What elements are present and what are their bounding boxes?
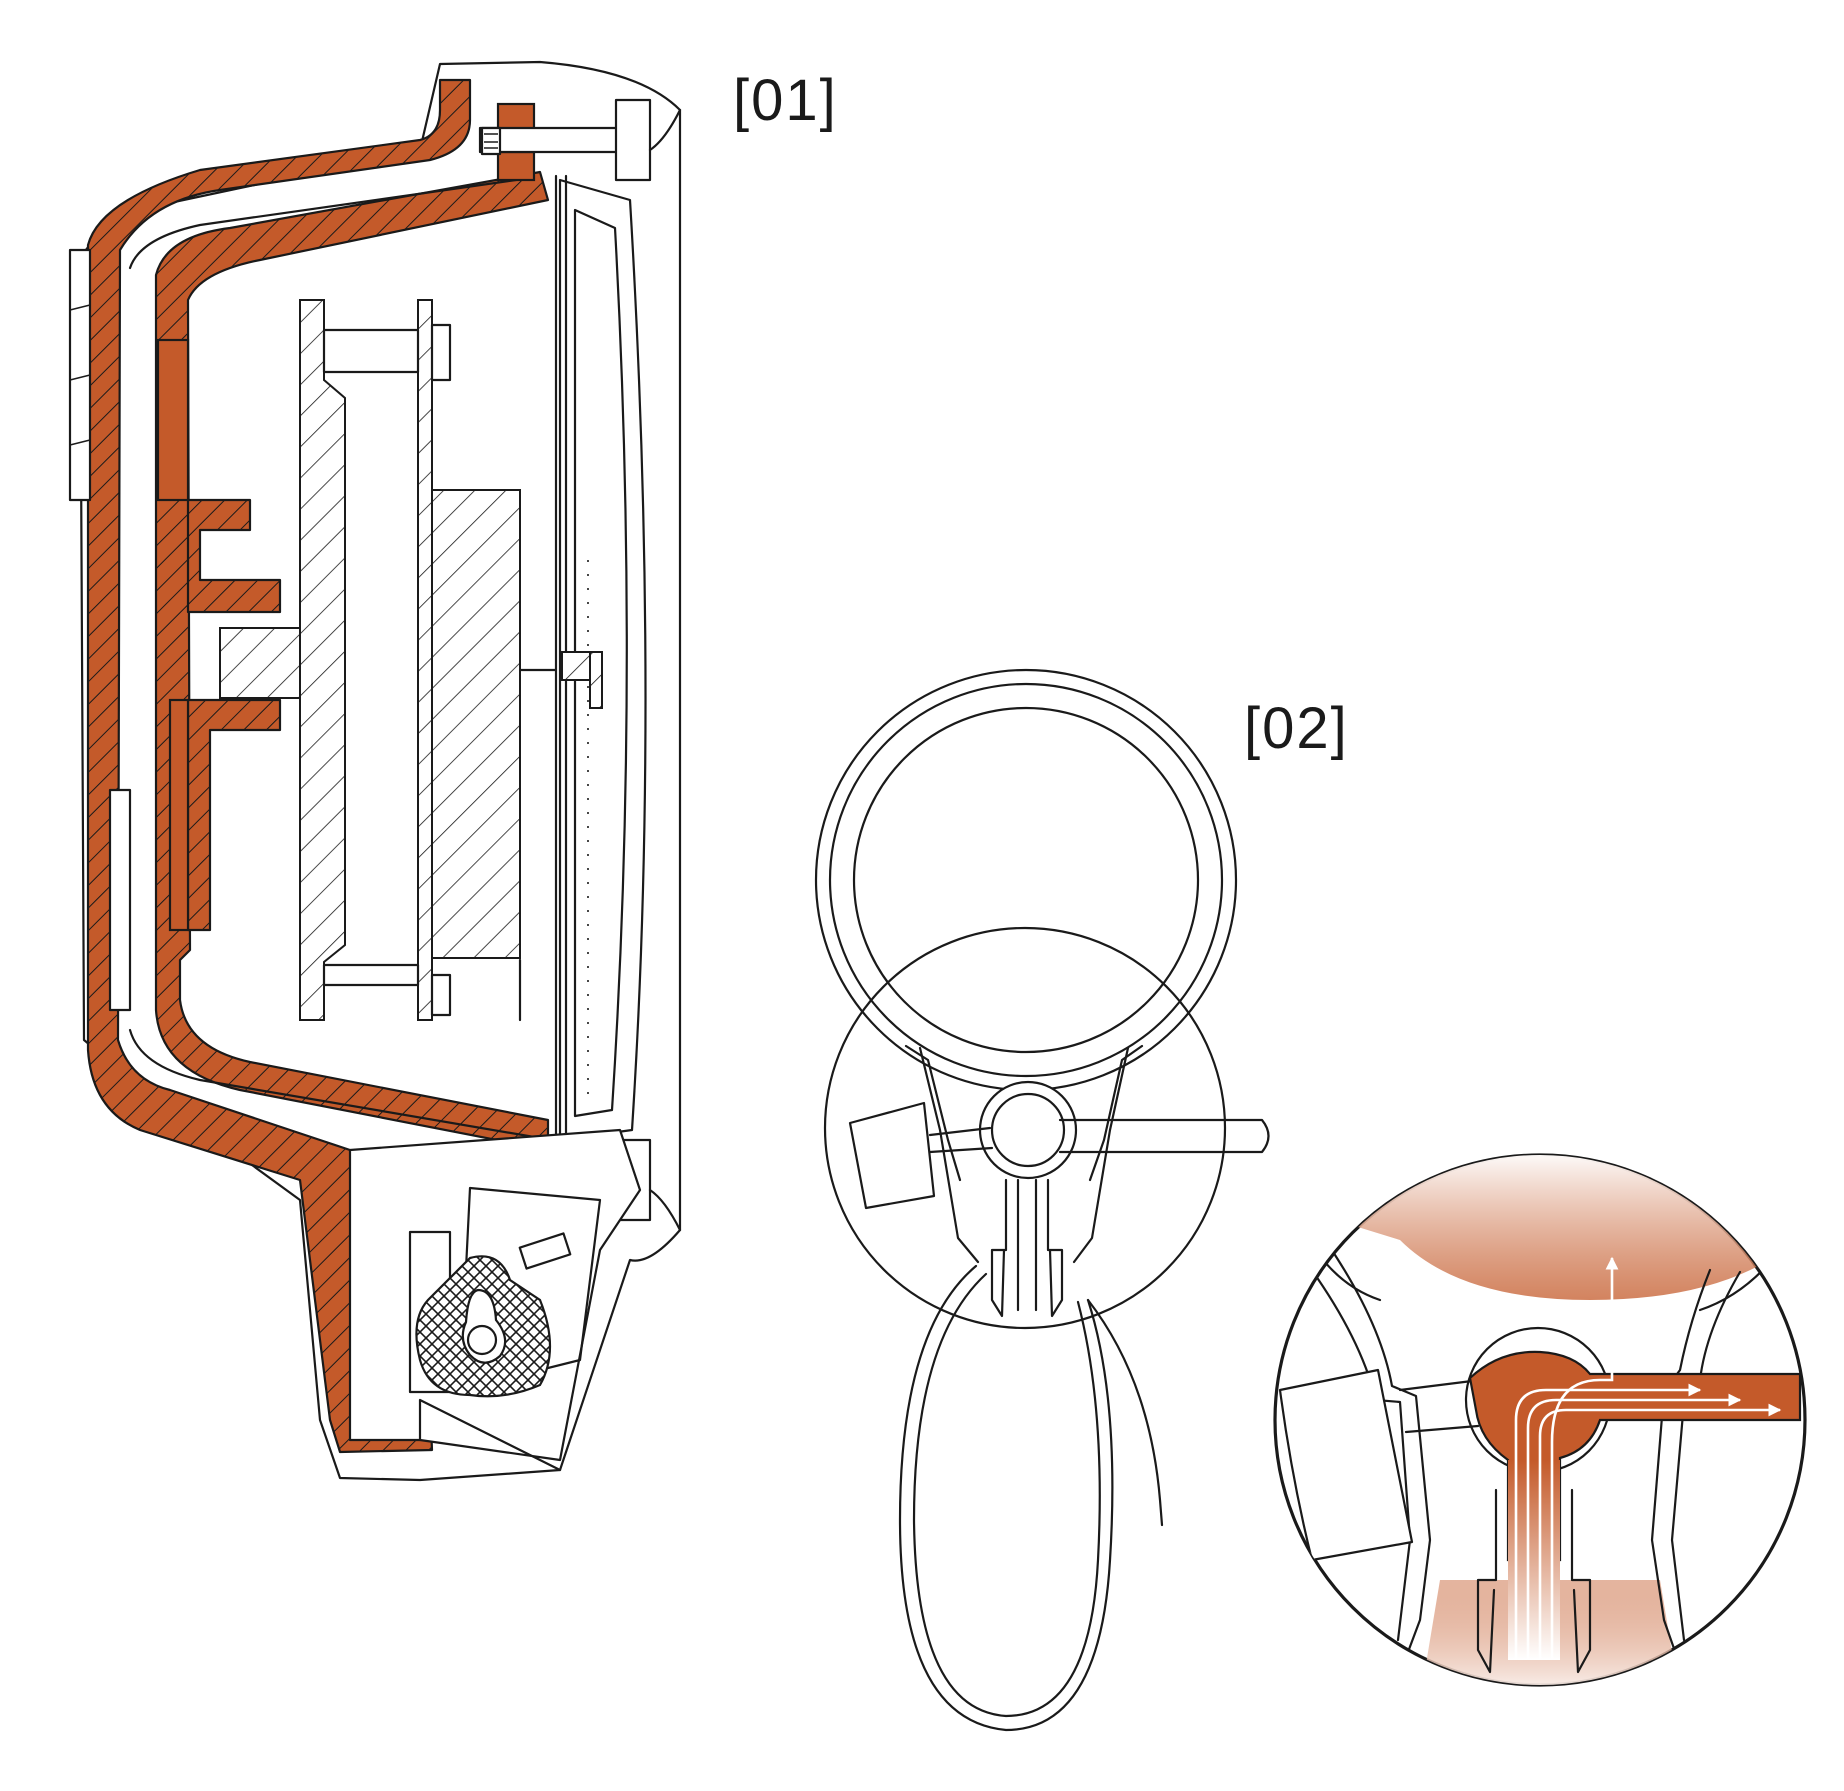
- mount-pipe: [1058, 1118, 1270, 1154]
- bulb-inner: [912, 1272, 1101, 1718]
- cable-gland-hole: [466, 1324, 498, 1356]
- hub-socket-inner: [990, 1092, 1066, 1168]
- label-slot: [518, 1232, 572, 1270]
- outer-shell-copper: [86, 78, 472, 1454]
- hub-socket: [978, 1080, 1078, 1180]
- mag-housing-left: [1323, 1238, 1432, 1685]
- standoff-clip-top: [430, 323, 452, 382]
- flow-arrows: [1514, 1256, 1782, 1660]
- side-arm-rod: [928, 1126, 994, 1154]
- side-arm-block: [848, 1101, 936, 1210]
- outer-rib-ticks: [69, 304, 91, 446]
- flow-detail-magnifier: [1273, 1153, 1807, 1687]
- outer-rib-strip-low: [108, 788, 132, 1012]
- standoff-top: [322, 328, 420, 374]
- flow-arrow-2: [1526, 1393, 1742, 1660]
- nozzle-stem: [1016, 1178, 1038, 1312]
- nozzle: [990, 1178, 1064, 1318]
- center-boss: [219, 627, 301, 699]
- ring-mid: [828, 682, 1224, 1078]
- outer-rib-strip: [68, 248, 92, 502]
- top-bolt: [478, 98, 652, 182]
- hub-housing: [918, 1046, 1130, 1264]
- flow-arrow-4: [1550, 1256, 1619, 1660]
- inner-liner-copper: [154, 170, 550, 1152]
- standoff-bottom: [322, 963, 420, 987]
- figure-label-02: [02]: [1244, 696, 1349, 761]
- mag-rod: [1398, 1378, 1482, 1434]
- wire-channel: [518, 668, 558, 1022]
- detail-circle: [823, 926, 1227, 1330]
- liner-strip-top: [156, 338, 190, 502]
- driver-board: [431, 489, 521, 959]
- mag-nozzle: [1476, 1488, 1592, 1674]
- bulb-strap: [1086, 1298, 1164, 1527]
- figure-01-section-view: [68, 60, 682, 1482]
- base-line: [418, 1398, 562, 1472]
- heatsink-plate: [299, 299, 346, 1021]
- shell-gap: [128, 176, 532, 270]
- lens-bracket-stem: [589, 651, 603, 709]
- liner-strip: [168, 698, 190, 932]
- ring-outer: [814, 668, 1238, 1092]
- top-clamp-copper-2: [496, 150, 536, 182]
- ring-inner: [852, 706, 1200, 1054]
- liner-rib-1: [186, 498, 282, 614]
- figure-02-front-view: [814, 668, 1270, 1732]
- bulb-outer: [898, 1264, 1114, 1732]
- hub-frame: [904, 1044, 1144, 1182]
- lens-inner: [573, 208, 628, 1118]
- shell-gap-lower: [128, 1028, 542, 1140]
- mounting-plate: [417, 299, 433, 1021]
- standoff-clip-bottom: [430, 973, 452, 1017]
- cover-front-edge: [648, 108, 682, 1232]
- figure-label-01: [01]: [733, 68, 838, 133]
- flow-arrow-1: [1514, 1383, 1702, 1660]
- flow-arrow-3: [1538, 1403, 1782, 1660]
